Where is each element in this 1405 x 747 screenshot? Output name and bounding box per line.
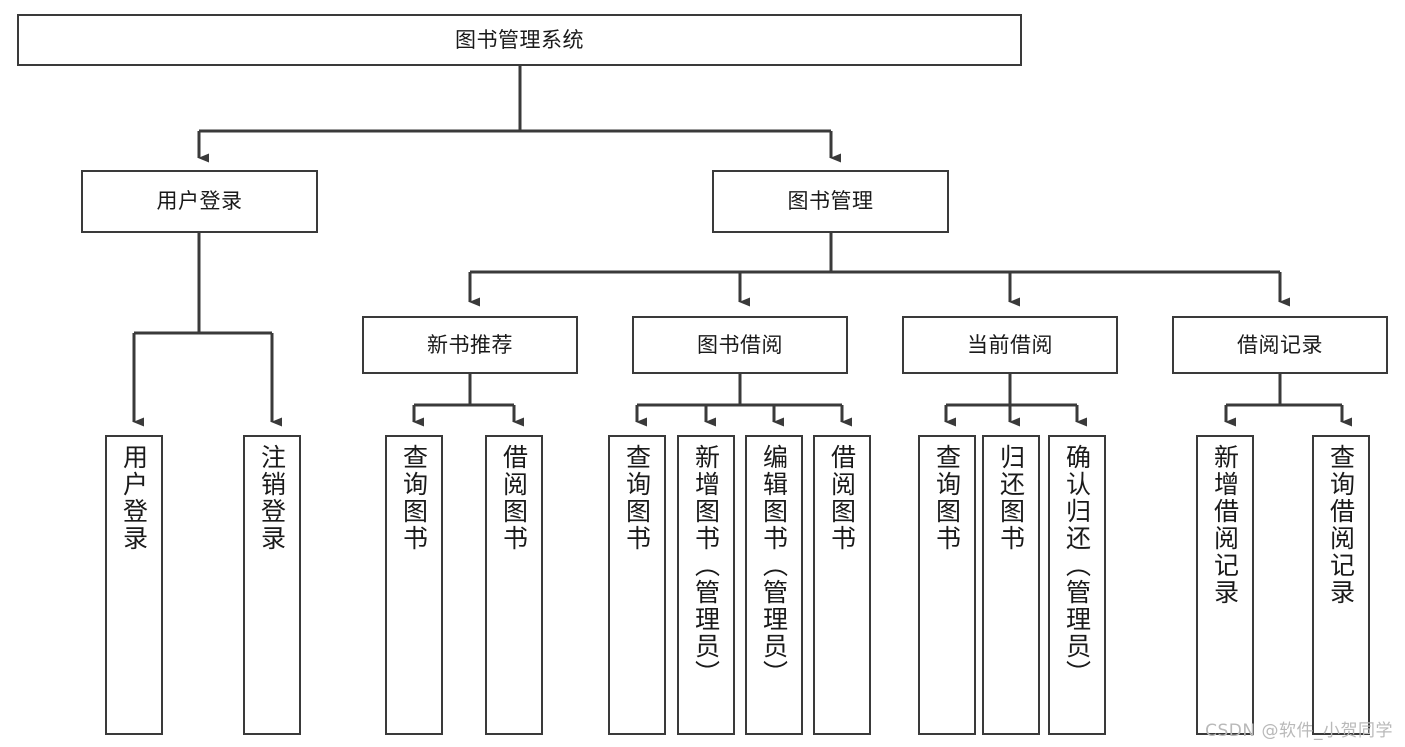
node-label: 借阅图书 [499,444,529,552]
node-label: 注销登录 [257,444,287,552]
node-label: 归还图书 [996,444,1026,552]
node-label: 查询图书 [932,444,962,552]
node-label: 借阅记录 [1237,332,1323,357]
node-leaf-add-book-admin[interactable]: 新增图书（管理员） [677,435,735,735]
node-label: 查询图书 [622,444,652,552]
node-leaf-query-book-bb[interactable]: 查询图书 [608,435,666,735]
node-leaf-query-book-cb[interactable]: 查询图书 [918,435,976,735]
node-label: 图书管理系统 [455,27,584,52]
node-leaf-edit-book-admin[interactable]: 编辑图书（管理员） [745,435,803,735]
node-label: 确认归还（管理员） [1062,444,1092,687]
node-label: 查询图书 [399,444,429,552]
node-label: 查询借阅记录 [1326,444,1356,606]
node-leaf-return-book[interactable]: 归还图书 [982,435,1040,735]
node-leaf-add-borrow-record[interactable]: 新增借阅记录 [1196,435,1254,735]
node-label: 新书推荐 [427,332,513,357]
node-label: 图书管理 [787,189,874,214]
node-book-management[interactable]: 图书管理 [712,170,949,233]
node-root-book-management-system[interactable]: 图书管理系统 [17,14,1022,66]
node-leaf-borrow-book-bb[interactable]: 借阅图书 [813,435,871,735]
node-borrow-record[interactable]: 借阅记录 [1172,316,1388,374]
node-book-borrow[interactable]: 图书借阅 [632,316,848,374]
node-label: 当前借阅 [967,332,1053,357]
node-label: 新增图书（管理员） [691,444,721,687]
node-label: 用户登录 [119,444,149,552]
node-current-borrow[interactable]: 当前借阅 [902,316,1118,374]
node-leaf-logout[interactable]: 注销登录 [243,435,301,735]
node-label: 借阅图书 [827,444,857,552]
node-leaf-user-login[interactable]: 用户登录 [105,435,163,735]
node-leaf-confirm-return-admin[interactable]: 确认归还（管理员） [1048,435,1106,735]
node-user-login[interactable]: 用户登录 [81,170,318,233]
node-leaf-query-borrow-record[interactable]: 查询借阅记录 [1312,435,1370,735]
node-leaf-borrow-book-nb[interactable]: 借阅图书 [485,435,543,735]
node-label: 编辑图书（管理员） [759,444,789,687]
node-label: 图书借阅 [697,332,783,357]
node-label: 新增借阅记录 [1210,444,1240,606]
node-leaf-query-book-nb[interactable]: 查询图书 [385,435,443,735]
csdn-watermark: CSDN @软件_小贺同学 [1205,721,1393,741]
node-label: 用户登录 [156,189,243,214]
node-new-book-recommend[interactable]: 新书推荐 [362,316,578,374]
